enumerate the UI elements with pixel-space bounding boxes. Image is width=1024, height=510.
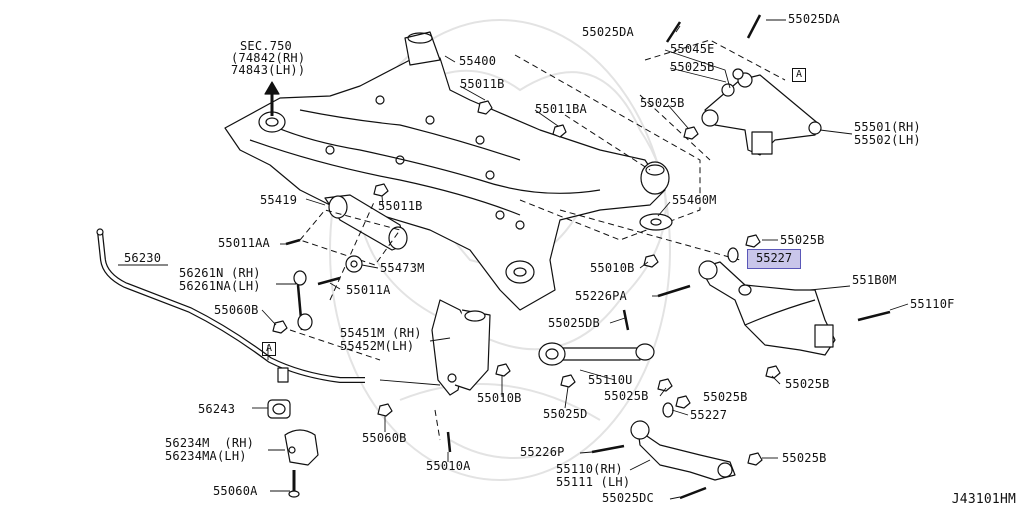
label-55011AA[interactable]: 55011AA	[218, 236, 270, 250]
label-55025DA-2[interactable]: 55025DA	[788, 12, 840, 26]
ref-box-a-lower: A	[262, 342, 276, 356]
nut-55011B-top	[477, 100, 493, 115]
nut-55010B-1	[643, 254, 659, 268]
label-55025B-5[interactable]: 55025B	[785, 377, 830, 391]
label-55452M[interactable]: 55452M(LH)	[340, 339, 415, 353]
bolt-55226P	[591, 444, 625, 454]
label-56261NA[interactable]: 56261NA(LH)	[179, 279, 261, 293]
label-55110U[interactable]: 55110U	[588, 373, 633, 387]
label-55110[interactable]: 55110(RH)	[556, 462, 623, 476]
bolt-55025DB	[622, 309, 630, 331]
label-55025B-3[interactable]: 55025B	[780, 233, 825, 247]
label-55501[interactable]: 55501(RH)	[854, 120, 921, 134]
bolt-55110F	[857, 310, 891, 322]
label-55227-highlighted[interactable]: 55227	[756, 251, 793, 265]
bracket-55451M	[431, 299, 491, 396]
label-55025B-2[interactable]: 55025B	[640, 96, 685, 110]
label-55060A[interactable]: 55060A	[213, 484, 258, 498]
sec-ref-line2: (74842(RH)	[231, 51, 306, 65]
label-55025B-6[interactable]: 55025B	[782, 451, 827, 465]
sec-ref-lh: 74843(LH)	[231, 63, 298, 77]
lower-arm-551B0M	[698, 260, 836, 356]
label-55010B-1[interactable]: 55010B	[590, 261, 635, 275]
nut-55060B-1	[272, 320, 288, 334]
upper-arm-55501	[701, 68, 822, 156]
label-55400[interactable]: 55400	[459, 54, 497, 68]
label-55045E[interactable]: 55045E	[670, 42, 715, 56]
nut-55025D	[560, 374, 576, 388]
label-55025B-1[interactable]: 55025B	[670, 60, 715, 74]
ref-box-a-upper: A	[792, 68, 806, 82]
label-55473M[interactable]: 55473M	[380, 261, 425, 275]
nut-55011BA	[552, 124, 567, 138]
label-55025DA-1[interactable]: 55025DA	[582, 25, 634, 39]
link-55110	[630, 420, 736, 481]
label-55111[interactable]: 55111 (LH)	[556, 475, 631, 489]
label-55451M[interactable]: 55451M (RH)	[340, 326, 422, 340]
nut-55025B-4	[657, 378, 673, 392]
label-55010A[interactable]: 55010A	[426, 459, 471, 473]
sec-ref-rh: 74842(RH)	[238, 51, 306, 65]
label-55226PA[interactable]: 55226PA	[575, 289, 627, 303]
bolt-55025DA-2	[746, 14, 762, 39]
label-55460M[interactable]: 55460M	[672, 193, 717, 207]
label-55011B-mid[interactable]: 55011B	[378, 199, 423, 213]
stabilizer-bar-56230	[96, 228, 365, 383]
clamp-56234M	[284, 429, 319, 466]
highlight-box-55227[interactable]	[747, 249, 801, 269]
sec-ref-line1: SEC.750	[240, 39, 292, 53]
nut-55010B-2	[495, 363, 511, 377]
bolt-55060A	[288, 470, 300, 498]
diagram-ref-code: J43101HM	[951, 492, 1016, 507]
label-55060B-2[interactable]: 55060B	[362, 431, 407, 445]
bolt-55226PA	[657, 284, 691, 298]
bolt-55025DA-1	[665, 21, 682, 43]
label-56261N[interactable]: 56261N (RH)	[179, 266, 261, 280]
label-55419[interactable]: 55419	[260, 193, 298, 207]
nut-55025B-6	[747, 452, 763, 466]
washer-55227	[727, 247, 739, 263]
label-56243[interactable]: 56243	[198, 402, 236, 416]
label-56230[interactable]: 56230	[124, 251, 162, 265]
label-551B0M[interactable]: 551B0M	[852, 273, 897, 287]
stabilizer-link-56261N	[293, 270, 313, 331]
label-55010B-2[interactable]: 55010B	[477, 391, 522, 405]
label-55025B-4[interactable]: 55025B	[604, 389, 649, 403]
label-56234MA[interactable]: 56234MA(LH)	[165, 449, 247, 463]
label-55227-b[interactable]: 55227	[690, 408, 728, 422]
subframe-55400	[224, 31, 670, 311]
washer-55227-b	[662, 402, 674, 418]
link-55110U	[538, 342, 655, 366]
label-55011A[interactable]: 55011A	[346, 283, 391, 297]
bolt-55011A	[317, 276, 341, 286]
bolt-55025DC	[679, 486, 707, 500]
bolt-55010A	[446, 431, 452, 453]
arrow-head	[264, 81, 280, 95]
label-55011BA[interactable]: 55011BA	[535, 102, 587, 116]
label-55060B-1[interactable]: 55060B	[214, 303, 259, 317]
bolt-55011AA	[285, 238, 301, 246]
label-56234M[interactable]: 56234M (RH)	[165, 436, 255, 450]
label-55226P[interactable]: 55226P	[520, 445, 565, 459]
label-55025D[interactable]: 55025D	[543, 407, 588, 421]
nut-55060B-2	[377, 403, 393, 417]
label-55011B-top[interactable]: 55011B	[460, 77, 505, 91]
label-55025B-x[interactable]: 55025B	[703, 390, 748, 404]
nut-55025B-5	[765, 365, 781, 379]
leader-lines	[118, 19, 909, 500]
bushing-56243	[267, 399, 291, 419]
nut-55025B-x	[675, 395, 691, 409]
label-55110F[interactable]: 55110F	[910, 297, 955, 311]
nut-55025B-2	[683, 126, 699, 140]
nut-55025B-3	[745, 234, 761, 248]
sec-ref-line3: 74843(LH))	[231, 63, 306, 77]
nut-55011B-mid	[373, 183, 389, 197]
label-55502[interactable]: 55502(LH)	[854, 133, 921, 147]
label-55025DB[interactable]: 55025DB	[548, 316, 600, 330]
label-55025DC[interactable]: 55025DC	[602, 491, 654, 505]
